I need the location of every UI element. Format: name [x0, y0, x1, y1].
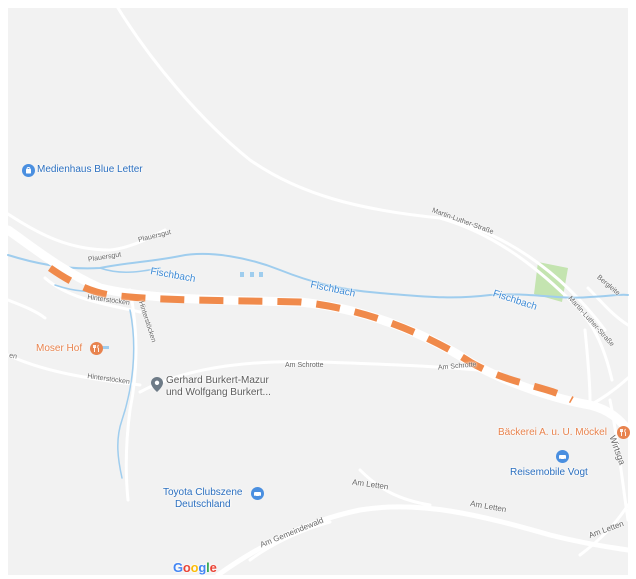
- logo-letter: l: [206, 560, 210, 575]
- creek-fischbach: [7, 253, 629, 299]
- route-line: [47, 265, 574, 404]
- road-south-spur: [358, 468, 432, 507]
- pond-4: [102, 346, 109, 349]
- poi-label-moser-hof[interactable]: Moser Hof: [36, 343, 83, 354]
- poi-label-toyota-line1: Toyota Clubszene: [163, 487, 243, 498]
- road-hinterstocken-vertical: [124, 288, 138, 502]
- poi-label-reisemobile[interactable]: Reisemobile Vogt: [510, 467, 588, 478]
- poi-label-burkert-line2: und Wolfgang Burkert...: [166, 386, 271, 398]
- restaurant-icon[interactable]: [90, 342, 103, 355]
- logo-letter: o: [190, 560, 199, 575]
- car-icon[interactable]: [251, 487, 264, 500]
- road-martin-luther: [438, 216, 614, 382]
- poi-label-burkert-line1: Gerhard Burkert-Mazur: [166, 375, 269, 386]
- logo-letter: g: [198, 560, 207, 575]
- road-west-edge: [6, 298, 47, 320]
- poi-label-medienhaus[interactable]: Medienhaus Blue Letter: [37, 164, 143, 175]
- road-plauersgut: [6, 212, 167, 252]
- poi-label-toyota[interactable]: Toyota Clubszene Deutschland: [163, 487, 243, 510]
- road-north-diagonal: [116, 6, 607, 332]
- pond-2: [250, 272, 254, 277]
- car-icon[interactable]: [556, 450, 569, 463]
- pond-1: [240, 272, 244, 277]
- restaurant-icon[interactable]: [617, 426, 630, 439]
- google-logo: Google: [173, 560, 217, 575]
- road-toyota-spur: [248, 520, 332, 562]
- location-pin-icon[interactable]: [151, 377, 163, 392]
- shopping-bag-icon[interactable]: [22, 164, 35, 177]
- road-am-gemeindewald: [215, 504, 631, 578]
- poi-label-burkert[interactable]: Gerhard Burkert-Mazur und Wolfgang Burke…: [166, 375, 271, 398]
- street-label-am-schrotte: Am Schrotte: [285, 362, 324, 369]
- creek-fischbach-branch: [99, 267, 161, 273]
- creek-side-stream: [117, 309, 135, 479]
- road-right-vertical: [583, 328, 592, 402]
- road-bergleite: [586, 286, 630, 327]
- pond-3: [259, 272, 263, 277]
- road-am-letten-east: [578, 503, 630, 557]
- logo-letter: G: [173, 560, 183, 575]
- poi-label-baeckerei[interactable]: Bäckerei A. u. U. Möckel: [498, 427, 607, 438]
- road-am-schrotte: [138, 360, 502, 394]
- main-road: [3, 225, 633, 435]
- poi-label-toyota-line2: Deutschland: [174, 498, 231, 510]
- logo-letter: e: [209, 560, 217, 575]
- street-label-edge: en: [8, 352, 18, 361]
- road-hinterstocken-lower: [6, 353, 142, 387]
- logo-letter: o: [182, 560, 191, 575]
